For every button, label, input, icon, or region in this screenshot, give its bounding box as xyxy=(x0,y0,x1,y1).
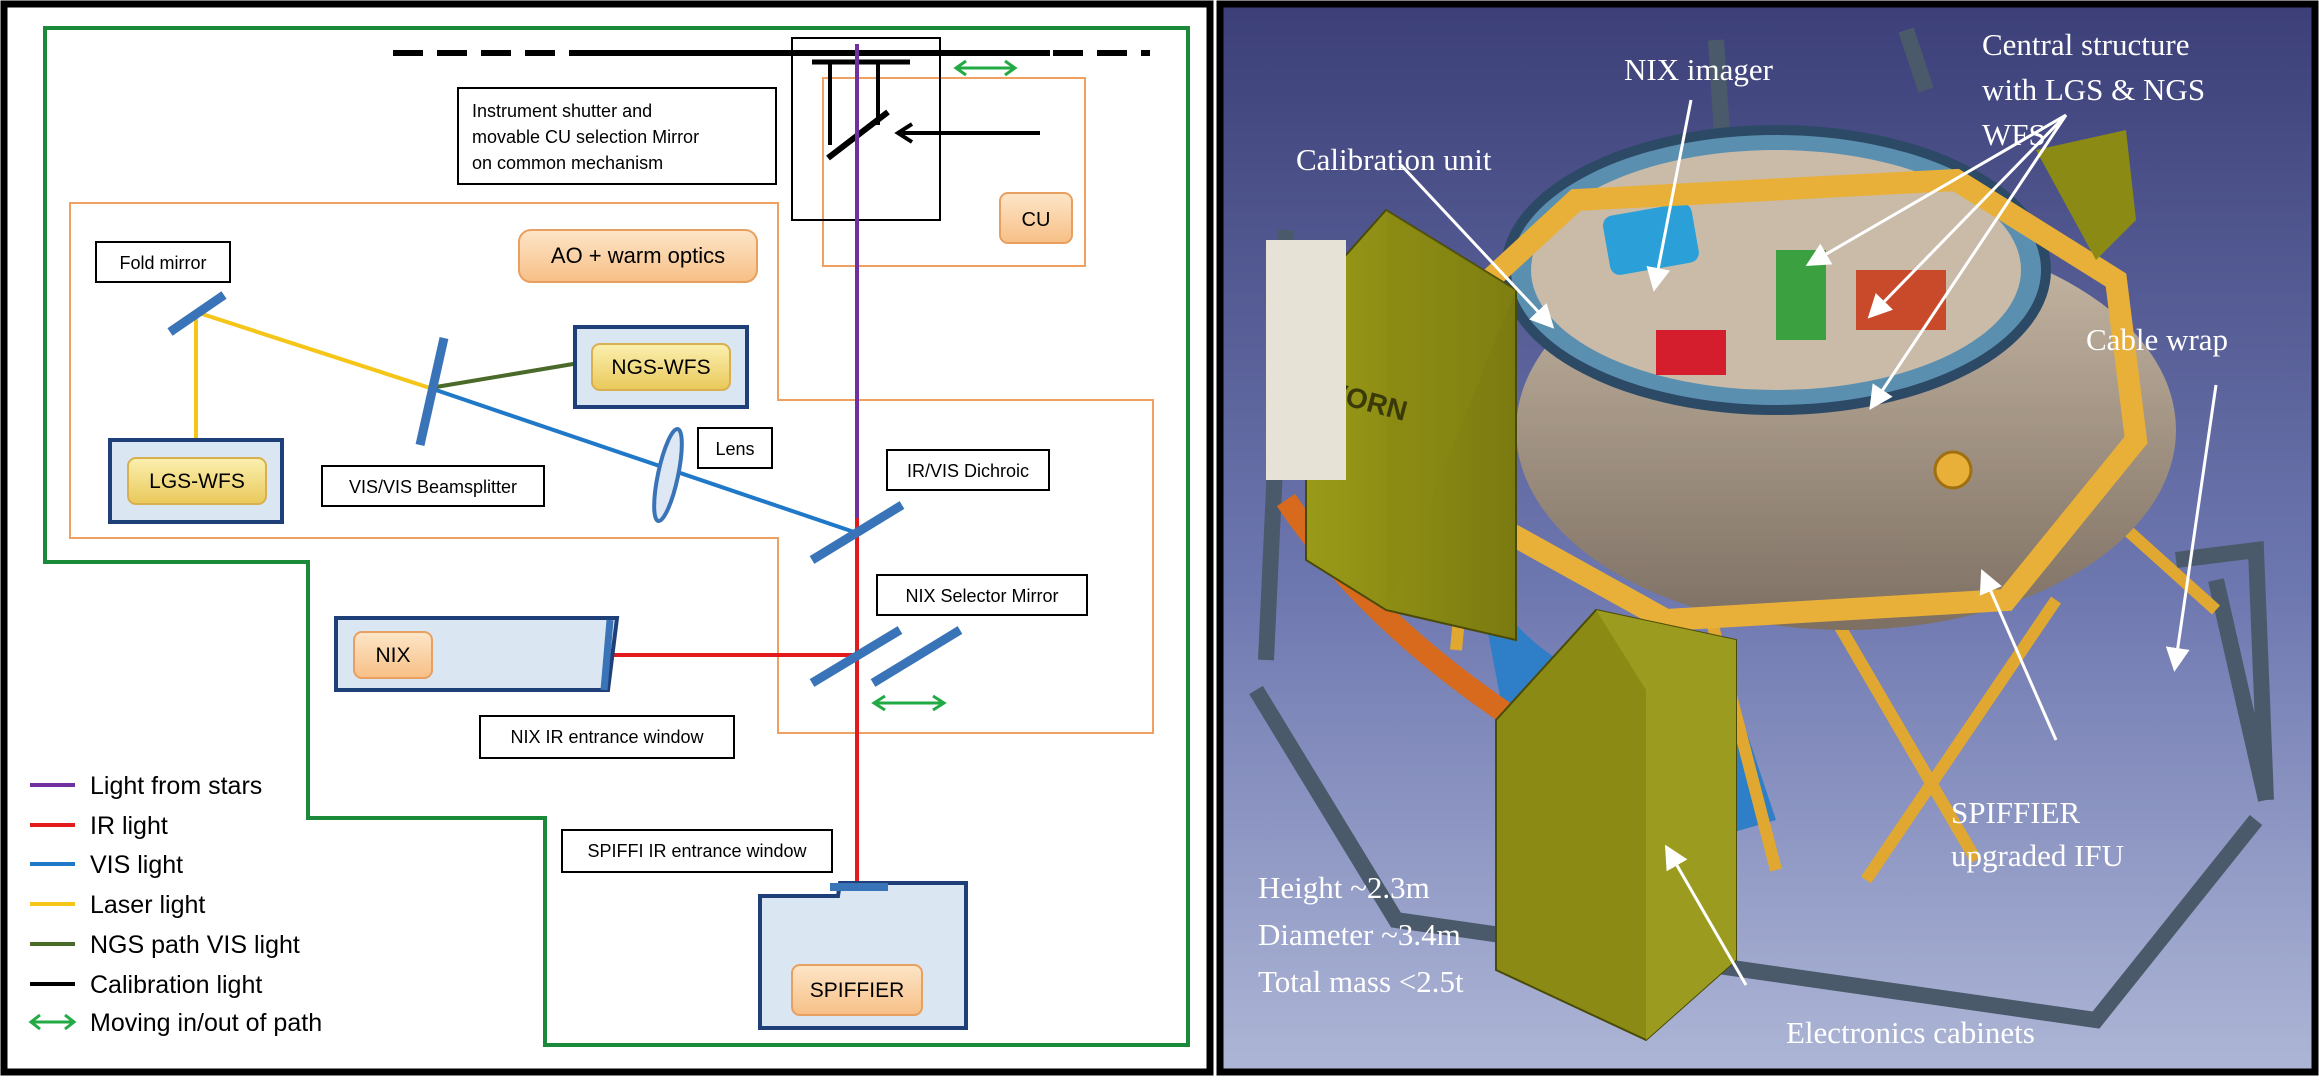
ao-region xyxy=(69,202,1154,734)
left-cabinet-shade xyxy=(1386,210,1516,610)
lens xyxy=(652,426,684,524)
ao-warm-optics-label: AO + warm optics xyxy=(551,243,725,268)
laser-light-path-1 xyxy=(195,310,431,390)
white-panel xyxy=(1266,240,1346,480)
central-structure-label-2: with LGS & NGS xyxy=(1982,72,2205,107)
wfs-green-block xyxy=(1776,250,1826,340)
shutter-label-line-3: on common mechanism xyxy=(472,153,663,173)
ngs-wfs-label: NGS-WFS xyxy=(611,356,710,379)
fold-mirror-label-box xyxy=(95,241,231,283)
legend: Light from stars IR light VIS light Lase… xyxy=(28,772,322,1037)
legend-label-laser: Laser light xyxy=(90,891,205,919)
ngs-light-path xyxy=(429,360,586,390)
shutter-label-box xyxy=(457,87,777,185)
spiffier-label: SPIFFIER xyxy=(810,979,905,1002)
legend-label-vis: VIS light xyxy=(90,851,183,879)
ao-warm-optics-box xyxy=(518,229,758,283)
cu-region xyxy=(822,77,1086,267)
lens-label: Lens xyxy=(715,439,754,459)
nix-window-label-box xyxy=(479,715,735,759)
central-structure-label-1: Central structure xyxy=(1982,27,2189,62)
dichroic-label-box xyxy=(886,449,1050,491)
annotation-arrows xyxy=(1399,99,2218,986)
gold-port xyxy=(1933,450,1973,490)
fold-mirror xyxy=(167,291,227,336)
double-arrow-icon xyxy=(28,1013,77,1031)
electronics-label: Electronics cabinets xyxy=(1786,1015,2035,1050)
lgs-wfs-label: LGS-WFS xyxy=(149,470,245,493)
calibration-unit-block xyxy=(1656,330,1726,375)
nix-selector-mirror xyxy=(809,626,903,687)
legend-label-moving: Moving in/out of path xyxy=(90,1009,322,1037)
moving-arrow-bottom-icon xyxy=(871,694,947,712)
legend-label-ir: IR light xyxy=(90,812,168,840)
instrument-render: VORN NIX imager Central structure with L… xyxy=(1216,0,2319,1076)
nix-selector-mirror-alt xyxy=(870,626,963,687)
optical-layout-panel: CU AO + warm optics Instrument shutter a… xyxy=(0,0,1214,1076)
spec-mass: Total mass <2.5t xyxy=(1258,964,1464,999)
front-cabinet-side xyxy=(1596,610,1736,1040)
shutter-label-line-2: movable CU selection Mirror xyxy=(472,127,699,147)
spiffier-render-label-1: SPIFFIER xyxy=(1951,795,2081,830)
nix-selector-label-box xyxy=(876,574,1088,616)
cu-label: CU xyxy=(1022,209,1051,231)
right-cabinet xyxy=(2036,130,2136,260)
calibration-unit-label: Calibration unit xyxy=(1296,142,1492,177)
frame-post xyxy=(1898,27,1934,93)
spiffi-window-label-box xyxy=(561,829,833,873)
nix-box xyxy=(353,631,433,679)
shutter-mechanism-box xyxy=(791,37,941,221)
moving-arrow-top-icon xyxy=(953,59,1018,77)
instrument-outline xyxy=(43,26,1190,1047)
lens-label-box xyxy=(697,427,773,469)
vis-vis-beamsplitter xyxy=(415,337,449,446)
optical-layout-diagram: CU AO + warm optics Instrument shutter a… xyxy=(0,0,1214,1076)
instrument-render-panel: VORN NIX imager Central structure with L… xyxy=(1216,0,2319,1079)
vis-light-path xyxy=(429,386,858,535)
ngs-wfs-box xyxy=(591,343,731,391)
nix-window-label: NIX IR entrance window xyxy=(510,727,704,747)
frame-post-right xyxy=(2175,540,2274,801)
spec-height: Height ~2.3m xyxy=(1258,870,1430,905)
legend-label-stars: Light from stars xyxy=(90,772,262,800)
spiffier-box xyxy=(791,964,923,1016)
nix-imager-block xyxy=(1602,203,1699,275)
gold-octagon-frame xyxy=(1434,168,2148,632)
central-structure-label-3: WFS xyxy=(1982,117,2046,152)
spiffi-window-label: SPIFFI IR entrance window xyxy=(587,841,807,861)
calibration-arrow-icon xyxy=(894,122,914,144)
cable-wrap-label: Cable wrap xyxy=(2086,322,2228,357)
lgs-wfs-box xyxy=(127,457,267,505)
spec-diameter: Diameter ~3.4m xyxy=(1258,917,1461,952)
legend-label-ngs: NGS path VIS light xyxy=(90,931,300,959)
spiffier-render-label-2: upgraded IFU xyxy=(1951,838,2124,873)
nix-selector-label: NIX Selector Mirror xyxy=(905,586,1058,606)
wfs-red-block xyxy=(1856,270,1946,330)
cu-box xyxy=(999,192,1073,244)
beamsplitter-label-box xyxy=(321,465,545,507)
nix-imager-label: NIX imager xyxy=(1624,52,1774,87)
dichroic-label: IR/VIS Dichroic xyxy=(907,461,1029,481)
shutter-label-line-1: Instrument shutter and xyxy=(472,101,652,121)
nix-label: NIX xyxy=(375,644,410,667)
left-cabinet xyxy=(1305,208,1517,642)
beamsplitter-label: VIS/VIS Beamsplitter xyxy=(349,477,517,497)
fold-mirror-label: Fold mirror xyxy=(119,253,206,273)
legend-label-calibration: Calibration light xyxy=(90,971,262,999)
ir-vis-dichroic xyxy=(809,501,905,564)
nix-entrance-window xyxy=(600,619,614,691)
